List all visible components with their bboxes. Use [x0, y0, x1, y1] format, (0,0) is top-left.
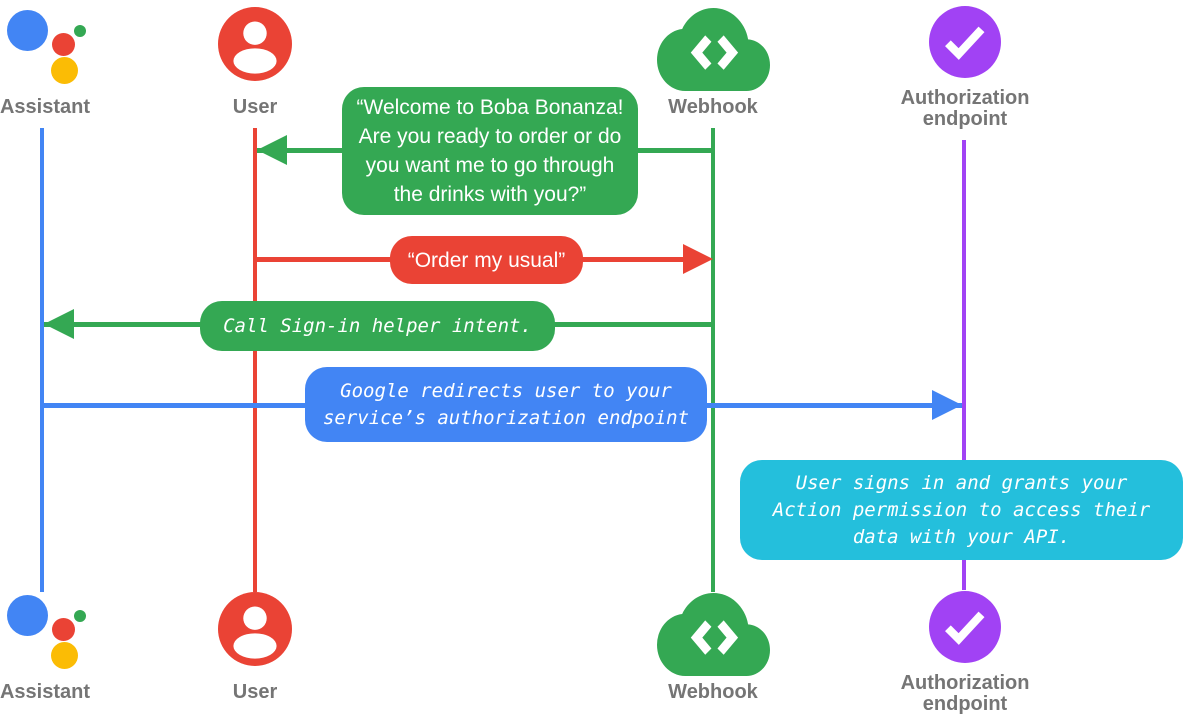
note-bubble-user-signs-in: User signs in and grants your Action per… — [740, 460, 1183, 560]
person-circle-icon — [218, 7, 292, 81]
arrow-head-right-icon — [932, 390, 962, 420]
check-circle-icon — [929, 6, 1001, 78]
assistant-red-dot — [52, 618, 75, 641]
person-circle-icon — [218, 592, 292, 666]
speech-bubble-welcome: “Welcome to Boba Bonanza! Are you ready … — [342, 87, 638, 215]
lifeline-assistant — [40, 128, 44, 592]
lifeline-auth-endpoint — [962, 140, 966, 590]
system-bubble-redirect: Google redirects user to your service’s … — [305, 367, 707, 442]
check-circle-icon — [929, 591, 1001, 663]
speech-bubble-order: “Order my usual” — [390, 236, 583, 284]
actor-label-user: User — [232, 96, 278, 118]
actor-label-webhook: Webhook — [668, 681, 758, 703]
actor-label-auth-endpoint: Authorization endpoint — [900, 672, 1030, 715]
actor-label-webhook: Webhook — [668, 96, 758, 118]
assistant-blue-dot — [7, 10, 48, 51]
assistant-yellow-dot — [51, 57, 78, 84]
lifeline-user — [253, 128, 257, 592]
actor-label-user: User — [232, 681, 278, 703]
assistant-yellow-dot — [51, 642, 78, 669]
assistant-blue-dot — [7, 595, 48, 636]
assistant-green-dot — [74, 25, 86, 37]
arrow-head-left-icon — [44, 309, 74, 339]
actor-label-auth-endpoint: Authorization endpoint — [900, 87, 1030, 130]
cloud-code-icon — [657, 593, 770, 676]
system-bubble-signin-helper: Call Sign-in helper intent. — [200, 301, 555, 351]
actor-label-assistant: Assistant — [0, 681, 91, 703]
actor-label-assistant: Assistant — [0, 96, 91, 118]
assistant-red-dot — [52, 33, 75, 56]
assistant-green-dot — [74, 610, 86, 622]
arrow-head-left-icon — [257, 135, 287, 165]
cloud-code-icon — [657, 8, 770, 91]
arrow-head-right-icon — [683, 244, 713, 274]
lifeline-webhook — [711, 128, 715, 592]
